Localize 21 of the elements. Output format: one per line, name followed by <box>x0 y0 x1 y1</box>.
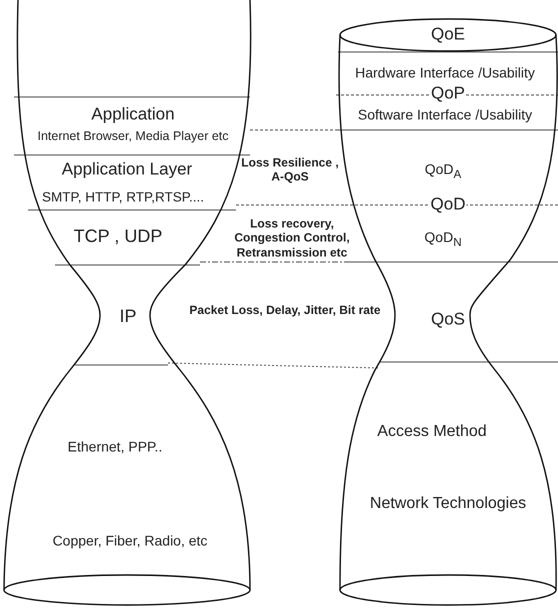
protocol-list: TCP , UDP <box>74 227 162 247</box>
layer-description: Software Interface /Usability <box>358 107 532 123</box>
metric-note: Loss recovery, Congestion Control, Retransmission etc <box>233 216 351 260</box>
layer-examples: Internet Browser, Media Player etc <box>37 130 229 144</box>
quality-label: QoD$_{A}$ <box>424 162 462 182</box>
metric-note: Packet Loss, Delay, Jitter, Bit rate <box>188 302 382 318</box>
quality-label: QoE <box>430 26 466 44</box>
quality-label: QoD$_{N}$ <box>424 230 462 250</box>
layer-description: Access Method <box>377 423 487 441</box>
quality-label: QoS <box>430 310 466 330</box>
protocol-list: SMTP, HTTP, RTP,RTSP.... <box>42 190 204 206</box>
layer-examples: Copper, Fiber, Radio, etc <box>52 533 208 549</box>
quality-label: QoP <box>430 84 466 104</box>
layer-description: Hardware Interface /Usability <box>355 65 535 81</box>
layer-examples: Ethernet, PPP.. <box>68 439 162 455</box>
layer-description: Network Technologies <box>370 495 526 513</box>
layer-heading: Application Layer <box>62 160 192 180</box>
metric-note: Loss Resilience , A-QoS <box>240 156 340 184</box>
layer-heading: Application <box>91 106 175 124</box>
protocol-label: IP <box>120 307 136 327</box>
quality-label: QoD <box>430 196 466 214</box>
